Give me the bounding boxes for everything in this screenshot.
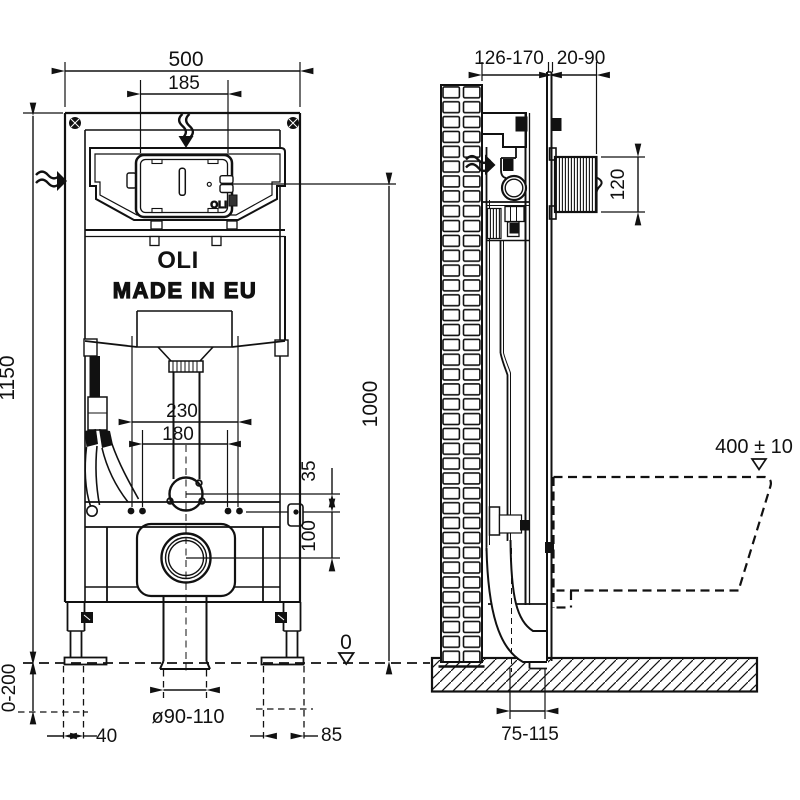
dim-finish-thickness: 20-90 bbox=[557, 48, 606, 69]
front-view: OLI bbox=[0, 48, 430, 747]
fixing-hole bbox=[127, 507, 135, 515]
flush-plate-logo: OLI bbox=[210, 200, 227, 211]
panel-bolt bbox=[545, 542, 554, 553]
leg-extension-dashed bbox=[18, 666, 313, 741]
side-fixing-bracket bbox=[287, 503, 304, 527]
front-panel bbox=[545, 71, 562, 661]
drain-pipe bbox=[159, 596, 211, 670]
side-dimensions: 126-170 20-90 120 75-115 bbox=[468, 48, 645, 745]
dim-outlet-diameter: ø90-110 bbox=[151, 706, 224, 728]
dim-fixing-spacing-inner: 180 bbox=[162, 424, 194, 445]
bowl-height-marker: 400 ± 10 bbox=[715, 436, 793, 472]
corner-bolt-icon bbox=[287, 117, 299, 129]
fixing-hole bbox=[139, 507, 146, 515]
adjustable-legs bbox=[63, 602, 305, 666]
flush-button-housing bbox=[548, 147, 603, 220]
dim-inlet-above-fixings: 35 bbox=[299, 460, 320, 481]
wc-bowl-outline bbox=[552, 475, 773, 609]
mounting-frame bbox=[63, 111, 302, 603]
floor-datum-icon bbox=[337, 652, 356, 666]
foot-plate bbox=[260, 656, 305, 666]
corner-bolt-icon bbox=[69, 117, 81, 129]
dim-installation-depth: 126-170 bbox=[474, 48, 544, 69]
dim-left-foot-offset: 40 bbox=[96, 726, 117, 747]
flush-rod-slot bbox=[178, 167, 187, 197]
brand-logo: OLI bbox=[157, 247, 199, 274]
dim-outlet-projection: 75-115 bbox=[501, 724, 559, 745]
dim-outlet-below-fixings: 100 bbox=[299, 520, 320, 552]
dim-flush-unit-height: 120 bbox=[608, 169, 629, 201]
foot-plate bbox=[63, 656, 108, 666]
dim-plate-cutout-width: 185 bbox=[168, 73, 200, 94]
fixing-hole bbox=[224, 507, 232, 515]
bowl-fixing-hardware bbox=[488, 506, 530, 536]
flush-plate-box: OLI bbox=[126, 153, 238, 219]
fixing-hole bbox=[236, 507, 243, 515]
floor-datum-label: 0 bbox=[340, 631, 352, 654]
dim-leg-adjustment: 0-200 bbox=[0, 664, 20, 713]
water-inlet-arrow-icon bbox=[177, 113, 195, 148]
dim-fixing-spacing-outer: 230 bbox=[166, 401, 198, 422]
water-flow-icon bbox=[35, 170, 67, 191]
dim-frame-height: 1150 bbox=[0, 355, 19, 400]
dim-bowl-rim-height: 400 ± 10 bbox=[715, 436, 793, 458]
panel-bolt bbox=[552, 118, 562, 131]
dim-right-foot-offset: 85 bbox=[321, 725, 342, 746]
side-view: 400 ± 10 126-170 20-90 bbox=[430, 48, 793, 745]
frame-side-profile bbox=[481, 112, 547, 605]
inlet-valve-mechanism bbox=[483, 147, 530, 242]
level-datum-icon bbox=[750, 458, 768, 472]
dim-flush-plate-center-height: 1000 bbox=[359, 381, 382, 428]
front-dimensions: 500 185 1150 1000 230 180 35 100 0-200 4… bbox=[0, 48, 393, 747]
drain-elbow bbox=[485, 539, 547, 672]
dim-frame-width: 500 bbox=[168, 48, 203, 71]
filling-hose bbox=[84, 356, 140, 507]
floor-slab bbox=[430, 656, 759, 693]
water-flow-icon bbox=[465, 154, 496, 175]
cistern-side-profile bbox=[499, 240, 511, 541]
floor-datum-marker: 0 bbox=[337, 631, 356, 666]
wall-anchor-bolt bbox=[515, 116, 528, 132]
cistern bbox=[83, 229, 289, 479]
made-in-label: MADE IN EU bbox=[113, 278, 258, 303]
fixing-band bbox=[85, 476, 304, 528]
tiled-wall bbox=[438, 84, 485, 668]
